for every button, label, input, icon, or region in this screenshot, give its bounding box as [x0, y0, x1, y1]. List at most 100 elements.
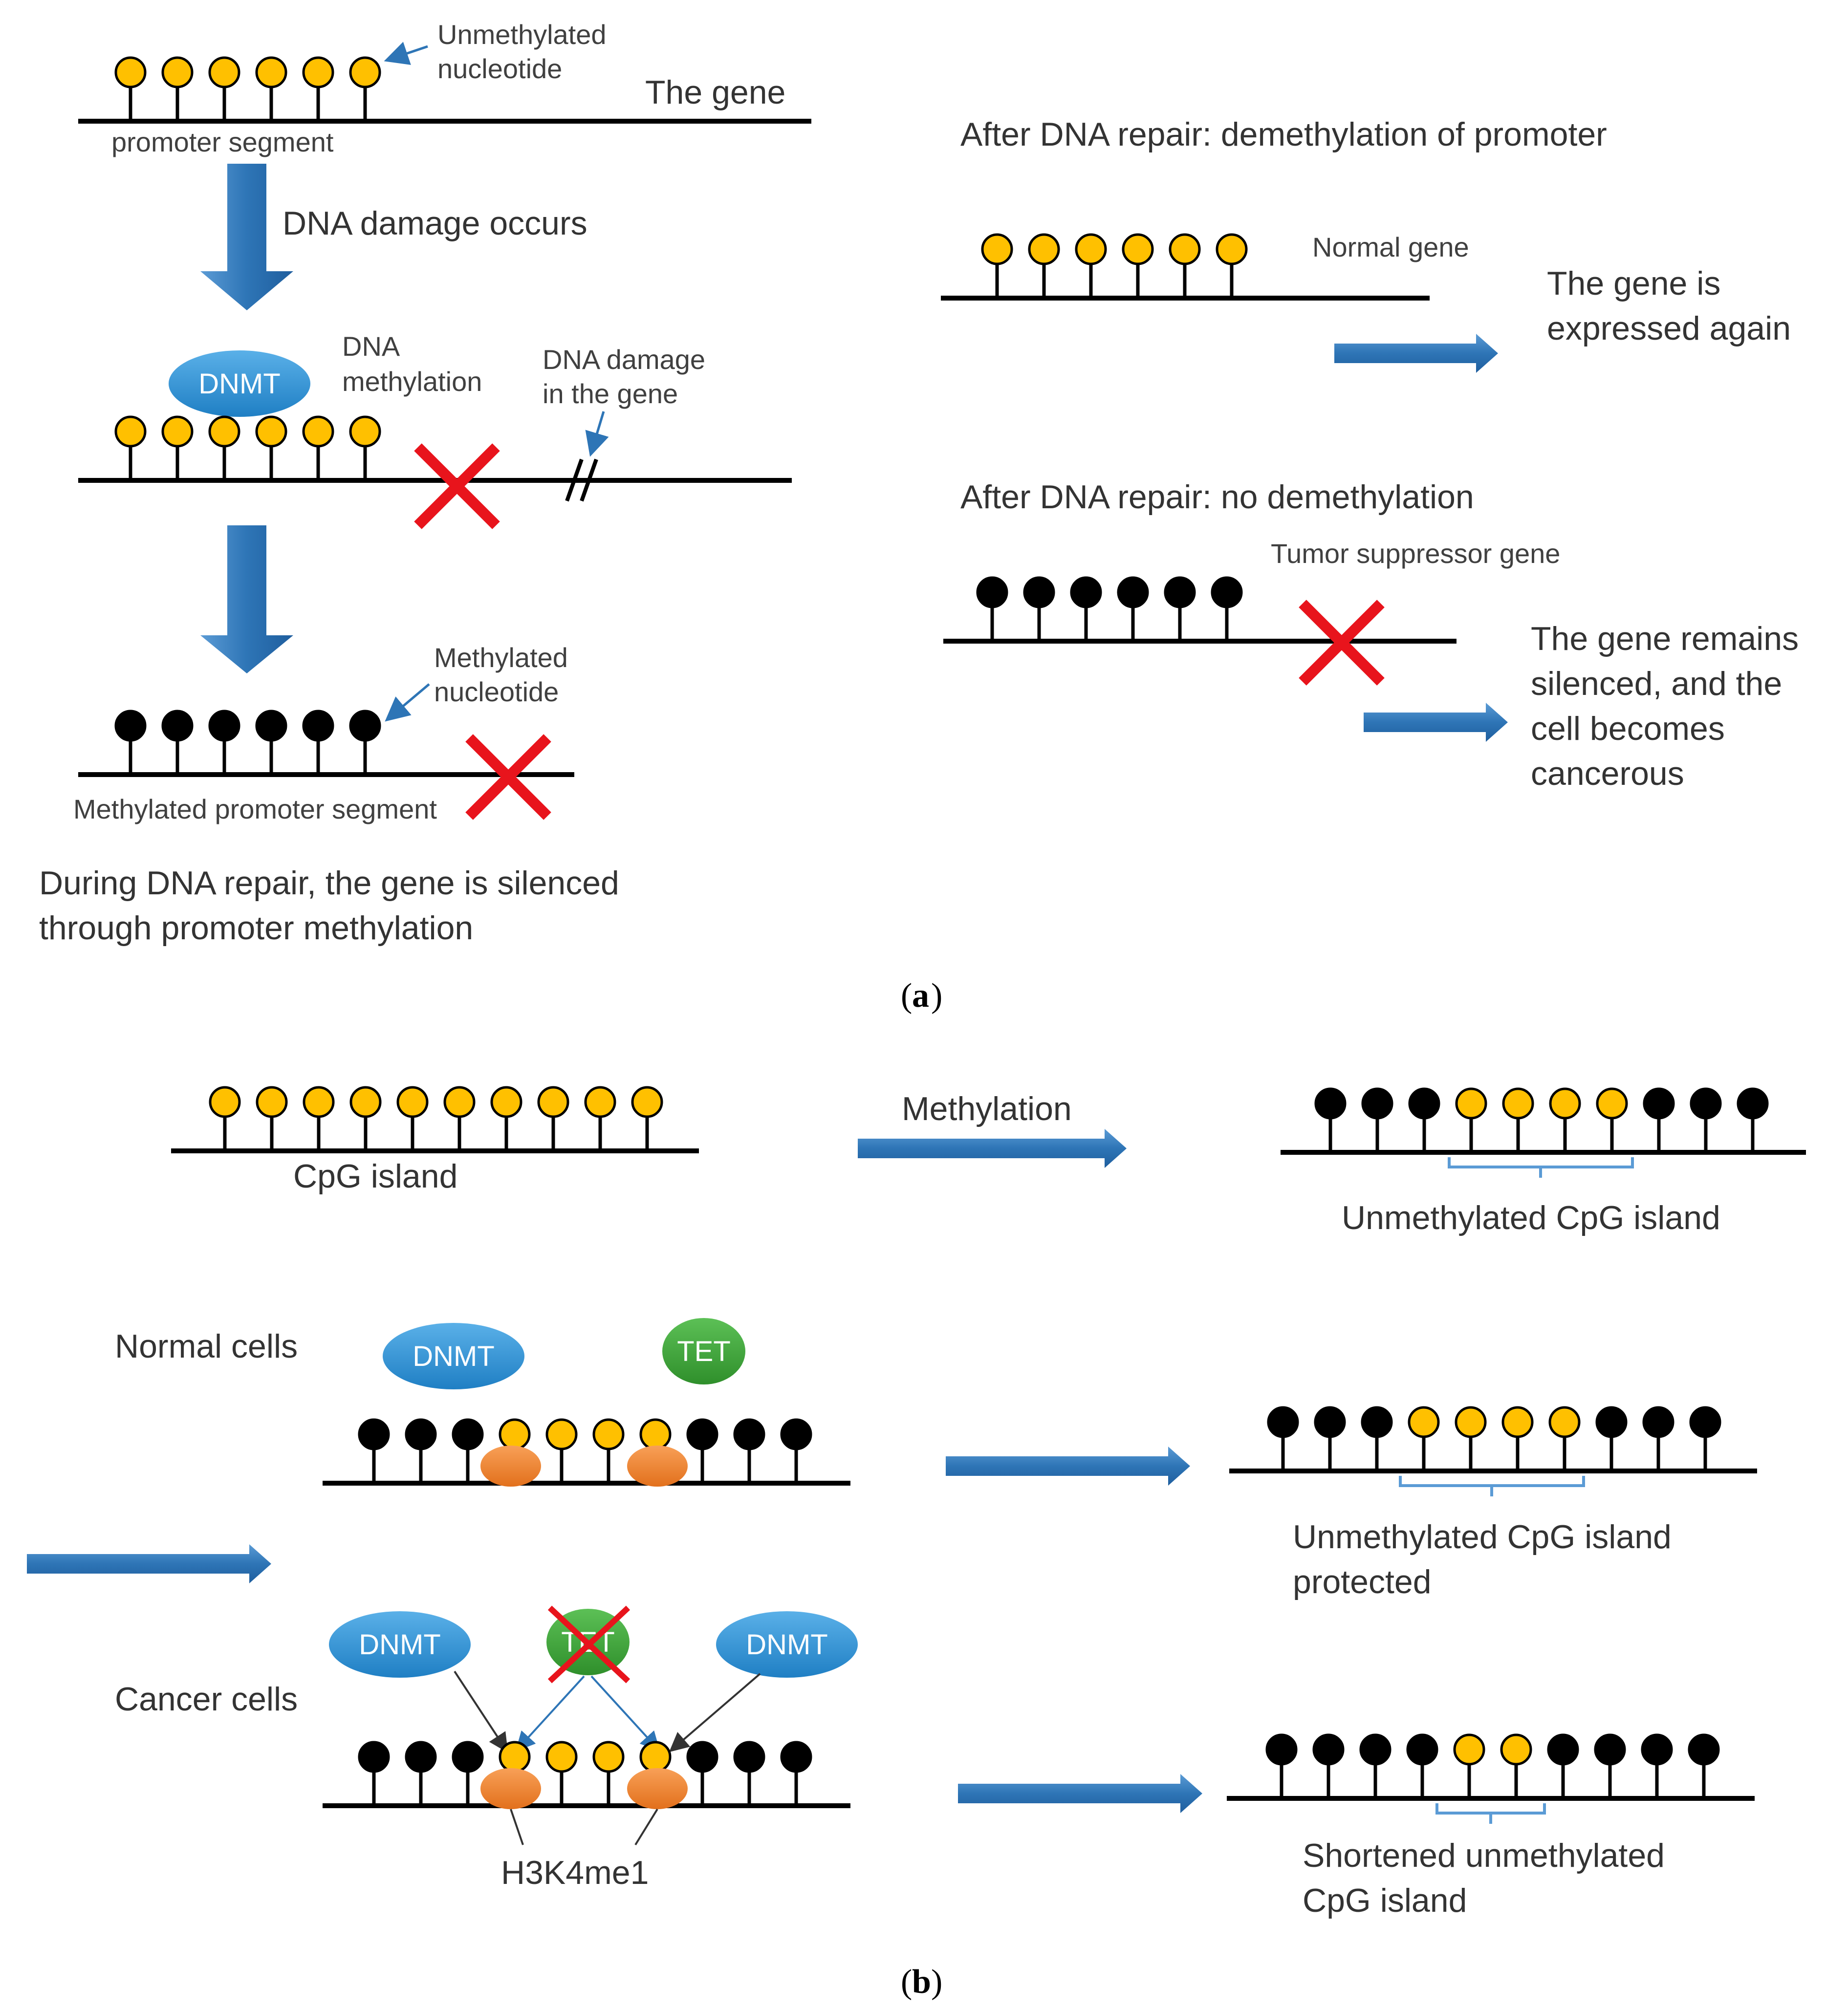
arrow-normal-result — [946, 1447, 1190, 1486]
dna-damage-gene-label-1: DNA damage — [543, 344, 705, 375]
methylated-nucleotide — [1314, 1087, 1347, 1120]
methylated-nucleotide — [1642, 1406, 1674, 1438]
bracket-shortened — [1435, 1803, 1546, 1824]
damage-pointer — [585, 411, 609, 457]
unmethylated-nucleotide — [592, 1741, 625, 1773]
cross-mark-2 — [465, 734, 551, 820]
unmethylated-nucleotide — [545, 1741, 578, 1773]
cancer-cells-label: Cancer cells — [115, 1681, 298, 1718]
dnmt-label-cancer-right: DNMT — [746, 1629, 828, 1661]
dnmt-enzyme-cancer-right: DNMT — [716, 1611, 858, 1678]
unmethylated-nucleotide — [208, 56, 240, 88]
methylated-nucleotide — [208, 710, 240, 742]
methylated-nucleotide-label-2: nucleotide — [434, 676, 559, 707]
svg-text:(: ( — [901, 1963, 912, 2001]
the-gene-label: The gene — [645, 74, 785, 111]
down-arrow-2 — [200, 525, 293, 673]
panel-a-letter: a — [912, 977, 929, 1015]
methylated-nucleotide — [405, 1418, 437, 1450]
unmethylated-nucleotide — [303, 1086, 335, 1118]
unmethylated-nucleotide — [631, 1086, 663, 1118]
unmethylated-nucleotides-row-2 — [114, 415, 381, 480]
methylated-nucleotide — [1690, 1087, 1722, 1120]
down-arrow-1 — [200, 164, 293, 310]
unmethylated-nucleotide — [1408, 1406, 1440, 1438]
panel-a: The gene Unmethylated nucleotide promote… — [39, 19, 1799, 1015]
svg-text:(: ( — [901, 977, 912, 1015]
unmethylated-cpg-island-label: Unmethylated CpG island — [1342, 1199, 1720, 1236]
unmethylated-nucleotide — [302, 415, 334, 448]
expressed-again-line-1: The gene is — [1547, 265, 1720, 302]
methylated-nucleotide — [302, 710, 334, 742]
dnmt-pointer-left — [454, 1670, 508, 1753]
unmethylated-nucleotide — [114, 56, 147, 88]
unmethylated-pointer — [384, 42, 428, 65]
methylated-nucleotide — [1164, 576, 1196, 608]
dnmt-label-normal: DNMT — [413, 1340, 495, 1372]
unmethylated-nucleotide — [349, 1086, 382, 1118]
methylated-nucleotide — [1070, 576, 1102, 608]
dna-methylation-label-2: methylation — [342, 366, 482, 397]
normal-cells-nucleotides — [358, 1418, 812, 1483]
unmethylated-nucleotide — [114, 415, 147, 448]
methylated-nucleotide — [780, 1418, 812, 1450]
remains-silenced-line-3: cell becomes — [1531, 710, 1725, 747]
unmethylated-nucleotide — [639, 1741, 672, 1773]
dnmt-enzyme-normal: DNMT — [383, 1323, 524, 1389]
dnmt-label-cancer-left: DNMT — [359, 1629, 441, 1661]
methylated-nucleotide — [1547, 1733, 1579, 1766]
methylated-nucleotide — [114, 710, 147, 742]
protected-label-1: Unmethylated CpG island — [1293, 1518, 1672, 1556]
unmethylated-nucleotide — [255, 415, 287, 448]
methylation-label: Methylation — [902, 1090, 1072, 1127]
unmethylated-nucleotide — [1596, 1087, 1628, 1120]
tet-pointer-left — [515, 1675, 585, 1751]
methylated-nucleotides-row — [114, 710, 381, 775]
methylated-nucleotide — [1737, 1087, 1769, 1120]
unmethylated-nucleotide — [1122, 233, 1154, 265]
remains-silenced-line-1: The gene remains — [1531, 620, 1799, 657]
methylated-cpg-nucleotides — [1314, 1087, 1769, 1152]
remains-silenced-line-2: silenced, and the — [1531, 665, 1782, 702]
methylated-nucleotide — [733, 1418, 765, 1450]
shortened-cpg-nucleotides — [1265, 1733, 1720, 1798]
methylated-nucleotide — [1641, 1733, 1673, 1766]
panel-b-caption: ( b ) — [901, 1963, 942, 2001]
protected-label-2: protected — [1293, 1563, 1432, 1600]
unmethylated-nucleotide — [537, 1086, 569, 1118]
expressed-again-line-2: expressed again — [1547, 310, 1791, 347]
unmethylated-nucleotide — [443, 1086, 476, 1118]
methylated-nucleotide — [1023, 576, 1055, 608]
unmethylated-nucleotide — [161, 56, 194, 88]
methylated-nucleotide — [1689, 1406, 1721, 1438]
cross-mark-3 — [1299, 600, 1385, 686]
unmethylated-nucleotides-row — [114, 56, 381, 121]
after-repair-demethylation-label: After DNA repair: demethylation of promo… — [960, 116, 1607, 153]
methylated-nucleotide — [1361, 1406, 1393, 1438]
unmethylated-nucleotide — [1455, 1406, 1487, 1438]
dnmt-pointer-right — [669, 1673, 761, 1752]
tumor-suppressor-gene-label: Tumor suppressor gene — [1271, 538, 1560, 569]
unmethylated-nucleotide — [490, 1086, 522, 1118]
dnmt-enzyme-cancer-left: DNMT — [329, 1611, 471, 1678]
histone-2-cancer — [627, 1768, 688, 1809]
bracket-unmethylated — [1448, 1157, 1634, 1178]
unmethylated-nucleotide — [1453, 1733, 1485, 1766]
methylated-nucleotide — [1314, 1406, 1346, 1438]
remains-silenced-line-4: cancerous — [1531, 755, 1684, 792]
dna-damage-occurs-label: DNA damage occurs — [283, 205, 587, 242]
methylated-nucleotide — [358, 1741, 390, 1773]
cpg-island-nucleotides — [209, 1086, 663, 1151]
h3k4me1-pointer-left — [510, 1809, 524, 1845]
unmethylated-nucleotide-label-1: Unmethylated — [437, 19, 607, 50]
h3k4me1-label: H3K4me1 — [501, 1854, 649, 1891]
tet-pointer-right — [590, 1675, 660, 1751]
tet-label-normal: TET — [677, 1336, 731, 1367]
methylated-nucleotide — [1643, 1087, 1675, 1120]
normal-gene-label: Normal gene — [1312, 232, 1469, 262]
unmethylated-nucleotide — [981, 233, 1013, 265]
methylated-nucleotide-label-1: Methylated — [434, 642, 568, 673]
histone-2-normal — [627, 1446, 688, 1487]
methylated-promoter-segment-label: Methylated promoter segment — [73, 794, 437, 824]
